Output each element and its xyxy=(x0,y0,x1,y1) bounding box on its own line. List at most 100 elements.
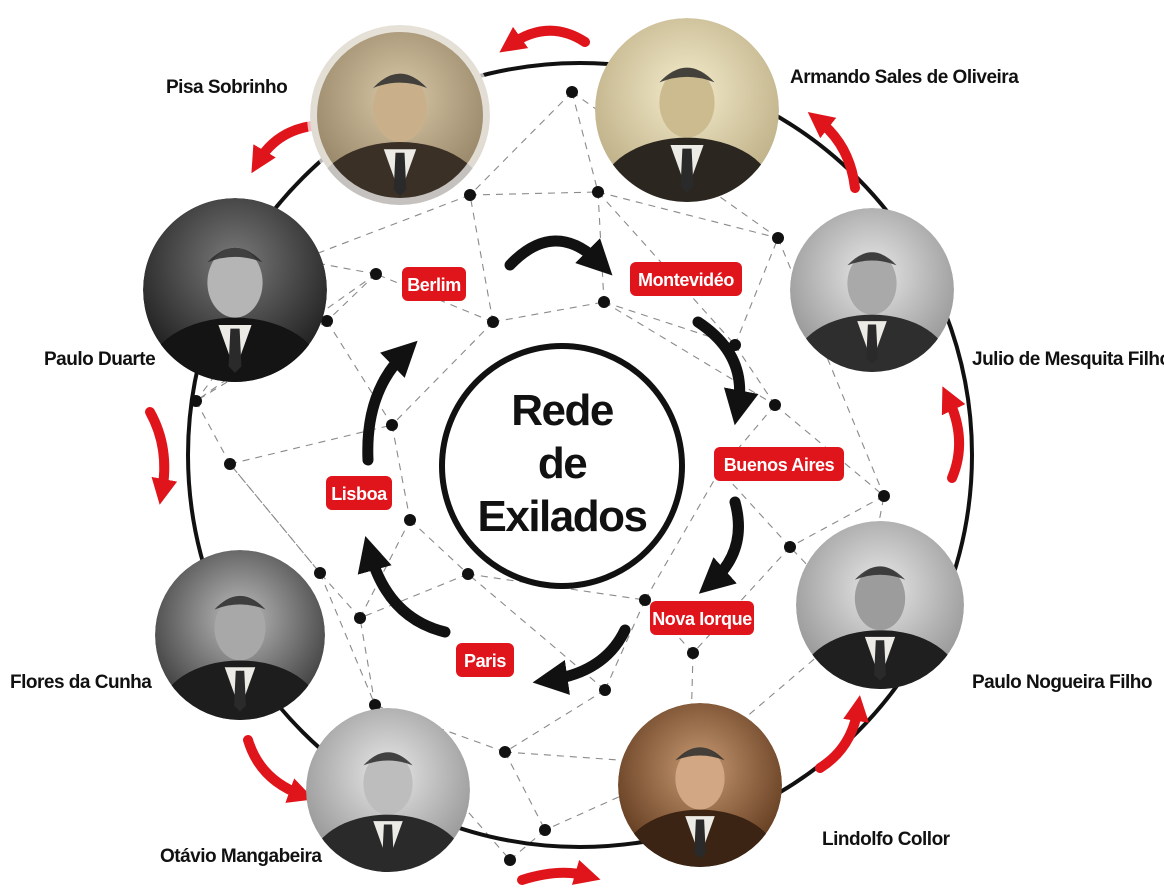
person-cycle-arrows xyxy=(145,25,966,885)
network-edge xyxy=(229,463,321,574)
network-edge xyxy=(319,572,361,619)
arrow-berlim-montevideo xyxy=(504,235,613,276)
network-edge xyxy=(734,237,779,346)
network-edge xyxy=(504,689,606,753)
name-lindolfo-collor: Lindolfo Collor xyxy=(822,829,951,850)
portrait-paulo-duarte xyxy=(143,198,327,382)
portrait-lindolfo-collor xyxy=(618,703,782,867)
name-paulo-nogueira: Paulo Nogueira Filho xyxy=(972,672,1152,693)
portrait-pisa-sobrinho xyxy=(307,22,493,208)
network-edge xyxy=(692,546,791,654)
network-edge xyxy=(597,191,779,239)
network-edge xyxy=(492,301,605,323)
network-edge xyxy=(504,751,546,831)
network-edge xyxy=(326,273,377,322)
network-edge xyxy=(469,191,599,196)
network-node-icon xyxy=(314,567,326,579)
city-label-lisboa: Lisboa xyxy=(331,484,388,504)
network-node-icon xyxy=(462,568,474,580)
network-node-icon xyxy=(370,268,382,280)
city-paris: Paris xyxy=(456,643,514,677)
network-edge xyxy=(359,573,469,619)
name-armando-sales: Armando Sales de Oliveira xyxy=(790,67,1019,88)
network-edge xyxy=(604,599,646,691)
network-node-icon xyxy=(369,699,381,711)
network-edge xyxy=(571,91,599,193)
network-edge xyxy=(469,91,573,196)
network-node-icon xyxy=(464,189,476,201)
network-edge xyxy=(504,751,691,766)
arrow-otavio-lindolfo xyxy=(517,859,601,885)
network-edge xyxy=(603,301,736,346)
network-edge xyxy=(229,424,393,465)
arrow-nova-iorque-paris xyxy=(532,624,631,695)
network-edge xyxy=(359,617,376,706)
portrait-julio-mesquita xyxy=(790,208,954,372)
network-node-icon xyxy=(639,594,651,606)
network-edge xyxy=(391,424,411,521)
arrow-armando-pisa xyxy=(499,25,590,53)
portrait-armando-sales xyxy=(595,18,779,202)
arrow-montevideo-buenos-aires xyxy=(692,316,759,426)
city-nova-iorque: Nova Iorque xyxy=(650,601,754,635)
outer-ring xyxy=(186,61,974,849)
network-edge xyxy=(469,194,494,323)
network-node-icon xyxy=(769,399,781,411)
network-node-icon xyxy=(404,514,416,526)
arrow-buenos-aires-nova-iorque xyxy=(698,496,744,594)
name-paulo-duarte: Paulo Duarte xyxy=(44,349,155,370)
center-node: Rede de Exilados xyxy=(439,343,685,589)
portrait-paulo-nogueira xyxy=(796,521,964,689)
arrow-julio-armando xyxy=(807,111,860,193)
network-node-icon xyxy=(487,316,499,328)
network-node-icon xyxy=(321,315,333,327)
city-lisboa: Lisboa xyxy=(326,476,392,510)
city-montevideo: Montevidéo xyxy=(630,262,742,296)
network-node-icon xyxy=(592,186,604,198)
city-berlim: Berlim xyxy=(402,267,466,301)
network-edge xyxy=(597,191,605,303)
network-node-icon xyxy=(504,854,516,866)
network-edge xyxy=(719,469,791,548)
network-node-icon xyxy=(784,541,796,553)
network-node-icon xyxy=(687,647,699,659)
portrait-flores-cunha xyxy=(155,550,325,720)
network-edge xyxy=(195,400,231,465)
network-node-icon xyxy=(566,86,578,98)
arrow-paulo-duarte-flores xyxy=(145,407,178,505)
city-label-berlim: Berlim xyxy=(407,275,461,295)
arrow-paris-lisboa xyxy=(357,536,451,638)
network-node-icon xyxy=(539,824,551,836)
network-edge xyxy=(789,495,885,548)
network-node-icon xyxy=(224,458,236,470)
network-node-icon xyxy=(772,232,784,244)
network-node-icon xyxy=(499,746,511,758)
city-label-montevideo: Montevidéo xyxy=(638,270,734,290)
name-pisa-sobrinho: Pisa Sobrinho xyxy=(166,77,287,98)
center-title-line3: Exilados xyxy=(478,492,647,541)
name-otavio-mangabeira: Otávio Mangabeira xyxy=(160,846,322,867)
city-buenos-aires: Buenos Aires xyxy=(714,447,844,481)
network-edge xyxy=(467,573,646,601)
network-edge xyxy=(859,495,885,621)
portrait-otavio-mangabeira xyxy=(306,708,470,872)
portraits xyxy=(143,18,964,872)
city-label-nova-iorque: Nova Iorque xyxy=(652,609,752,629)
center-title-line2: de xyxy=(538,439,586,488)
network-edge xyxy=(597,191,736,346)
arrow-paulo-nogueira-julio xyxy=(941,386,966,483)
city-label-paris: Paris xyxy=(464,651,506,671)
name-flores-cunha: Flores da Cunha xyxy=(10,672,152,693)
network-node-icon xyxy=(599,684,611,696)
network-node-icon xyxy=(190,395,202,407)
network-node-icon xyxy=(878,490,890,502)
network-edge xyxy=(319,572,376,706)
city-label-buenos-aires: Buenos Aires xyxy=(724,455,835,475)
center-title-line1: Rede xyxy=(511,386,613,435)
name-julio-mesquita: Julio de Mesquita Filho xyxy=(972,349,1164,370)
city-cycle-arrows xyxy=(357,235,759,695)
arrow-lisboa-berlim xyxy=(362,340,418,466)
network-edge xyxy=(391,321,494,426)
